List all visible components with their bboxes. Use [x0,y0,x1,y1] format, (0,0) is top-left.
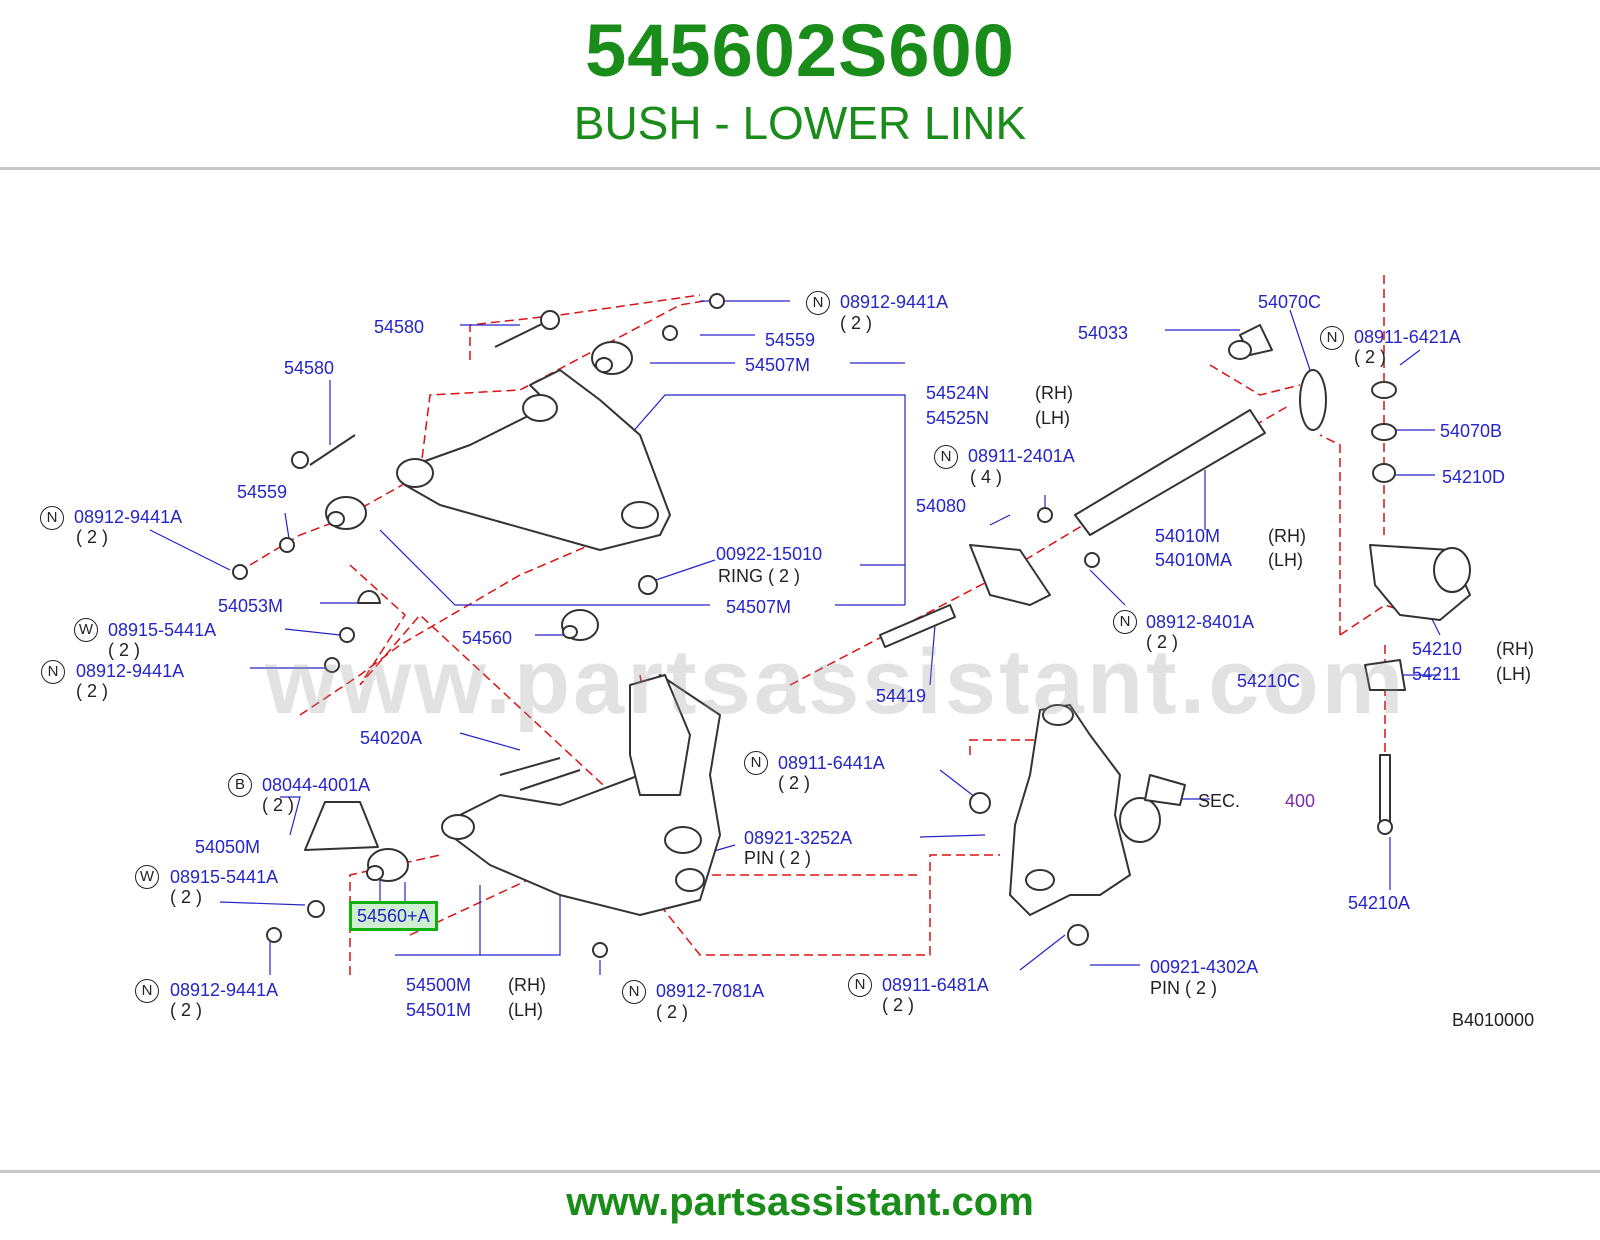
label-54010ma[interactable]: 54010MA [1155,550,1233,570]
rh-note: (RH) [1268,526,1306,546]
header-divider [0,167,1600,170]
part-name-subtitle: BUSH - LOWER LINK [573,97,1027,149]
footer-url[interactable]: www.partsassistant.com [566,1180,1034,1224]
footer-divider [0,1170,1600,1173]
n-badge: N [934,445,958,469]
label-54501m[interactable]: 54501M [406,1000,472,1020]
lh-note: (LH) [508,1000,543,1020]
label-08044-4001a[interactable]: 08044-4001A [262,775,371,795]
qty-note: ( 4 ) [970,467,1003,487]
lh-note: (LH) [1035,408,1070,428]
label-54560[interactable]: 54560 [462,628,513,648]
diagram-code: B4010000 [1452,1010,1535,1030]
label-54210a[interactable]: 54210A [1348,893,1411,913]
diagram-drawing [149,275,1471,975]
upper-control-arm [232,293,725,595]
ring-note: RING ( 2 ) [718,566,801,586]
n-badge: N [1113,610,1137,634]
part-number-title: 545602S600 [585,9,1015,92]
leader-lines [149,300,1441,975]
label-08912-7081a[interactable]: 08912-7081A [656,981,765,1001]
w-badge: W [74,618,98,642]
qty-note: ( 2 ) [1146,632,1179,652]
n-badge: N [40,506,64,530]
label-54070b[interactable]: 54070B [1440,421,1503,441]
rh-note: (RH) [1035,383,1073,403]
lower-control-arm [266,590,721,958]
label-54010m[interactable]: 54010M [1155,526,1221,546]
parts-diagram: www.partsassistant.com 54580 54580 54559… [0,175,1600,1165]
sec-label: SEC. [1198,791,1241,811]
qty-note: ( 2 ) [1354,347,1387,367]
label-54580-top[interactable]: 54580 [374,317,425,337]
label-54050m[interactable]: 54050M [195,837,261,857]
label-08912-8401a[interactable]: 08912-8401A [1146,612,1255,632]
label-00922-15010[interactable]: 00922-15010 [716,544,823,564]
label-08912-9441a-mid[interactable]: 08912-9441A [76,661,185,681]
label-54053m[interactable]: 54053M [218,596,284,616]
steering-knuckle [969,704,1186,946]
label-08915-5441a-top[interactable]: 08915-5441A [108,620,217,640]
label-08912-9441a-top[interactable]: 08912-9441A [840,292,949,312]
label-54524n[interactable]: 54524N [926,383,990,403]
watermark: www.partsassistant.com [265,631,1407,733]
label-54525n[interactable]: 54525N [926,408,990,428]
label-54080[interactable]: 54080 [916,496,967,516]
n-badge: N [806,291,830,315]
n-badge: N [135,979,159,1003]
label-54419[interactable]: 54419 [876,686,927,706]
qty-note: ( 2 ) [262,795,295,815]
pin-note: PIN ( 2 ) [1150,978,1218,998]
label-08911-6421a[interactable]: 08911-6421A [1354,327,1461,347]
label-54070c[interactable]: 54070C [1258,292,1322,312]
label-08912-9441a-left[interactable]: 08912-9441A [74,507,183,527]
label-00921-4302a[interactable]: 00921-4302A [1150,957,1259,977]
qty-note: ( 2 ) [108,640,141,660]
label-54559-left[interactable]: 54559 [237,482,288,502]
sec-number-link[interactable]: 400 [1285,791,1316,811]
label-08911-6441a[interactable]: 08911-6441A [778,753,885,773]
qty-note: ( 2 ) [840,313,873,333]
rh-note: (RH) [1496,639,1534,659]
label-54020a[interactable]: 54020A [360,728,423,748]
qty-note: ( 2 ) [170,1000,203,1020]
label-54210[interactable]: 54210 [1412,639,1463,659]
qty-note: ( 2 ) [882,995,915,1015]
qty-note: ( 2 ) [778,773,811,793]
qty-note: ( 2 ) [76,681,109,701]
qty-note: ( 2 ) [656,1002,689,1022]
n-badge: N [622,980,646,1004]
label-08915-5441a-bot[interactable]: 08915-5441A [170,867,279,887]
label-08912-9441a-bot[interactable]: 08912-9441A [170,980,279,1000]
qty-note: ( 2 ) [170,887,203,907]
label-54559-top[interactable]: 54559 [765,330,816,350]
label-08911-2401a[interactable]: 08911-2401A [968,446,1075,466]
w-badge: W [135,865,159,889]
highlighted-part-54560a[interactable]: 54560+A [349,901,438,931]
n-badge: N [744,751,768,775]
pin-note: PIN ( 2 ) [744,848,812,868]
lh-note: (LH) [1268,550,1303,570]
label-54033[interactable]: 54033 [1078,323,1129,343]
qty-note: ( 2 ) [76,527,109,547]
label-54211[interactable]: 54211 [1412,664,1461,684]
n-badge: N [41,660,65,684]
torsion-bar-parts [879,324,1471,835]
header: 545602S600 BUSH - LOWER LINK [0,0,1600,170]
n-badge: N [1320,326,1344,350]
label-54507m-bottom[interactable]: 54507M [726,597,792,617]
label-08921-3252a[interactable]: 08921-3252A [744,828,853,848]
lh-note: (LH) [1496,664,1531,684]
n-badge: N [848,973,872,997]
rh-note: (RH) [508,975,546,995]
label-54507m-top[interactable]: 54507M [745,355,811,375]
b-badge: B [228,773,252,797]
label-54500m[interactable]: 54500M [406,975,472,995]
label-54580-left[interactable]: 54580 [284,358,335,378]
label-08911-6481a[interactable]: 08911-6481A [882,975,989,995]
label-54210d[interactable]: 54210D [1442,467,1506,487]
label-54210c[interactable]: 54210C [1237,671,1301,691]
